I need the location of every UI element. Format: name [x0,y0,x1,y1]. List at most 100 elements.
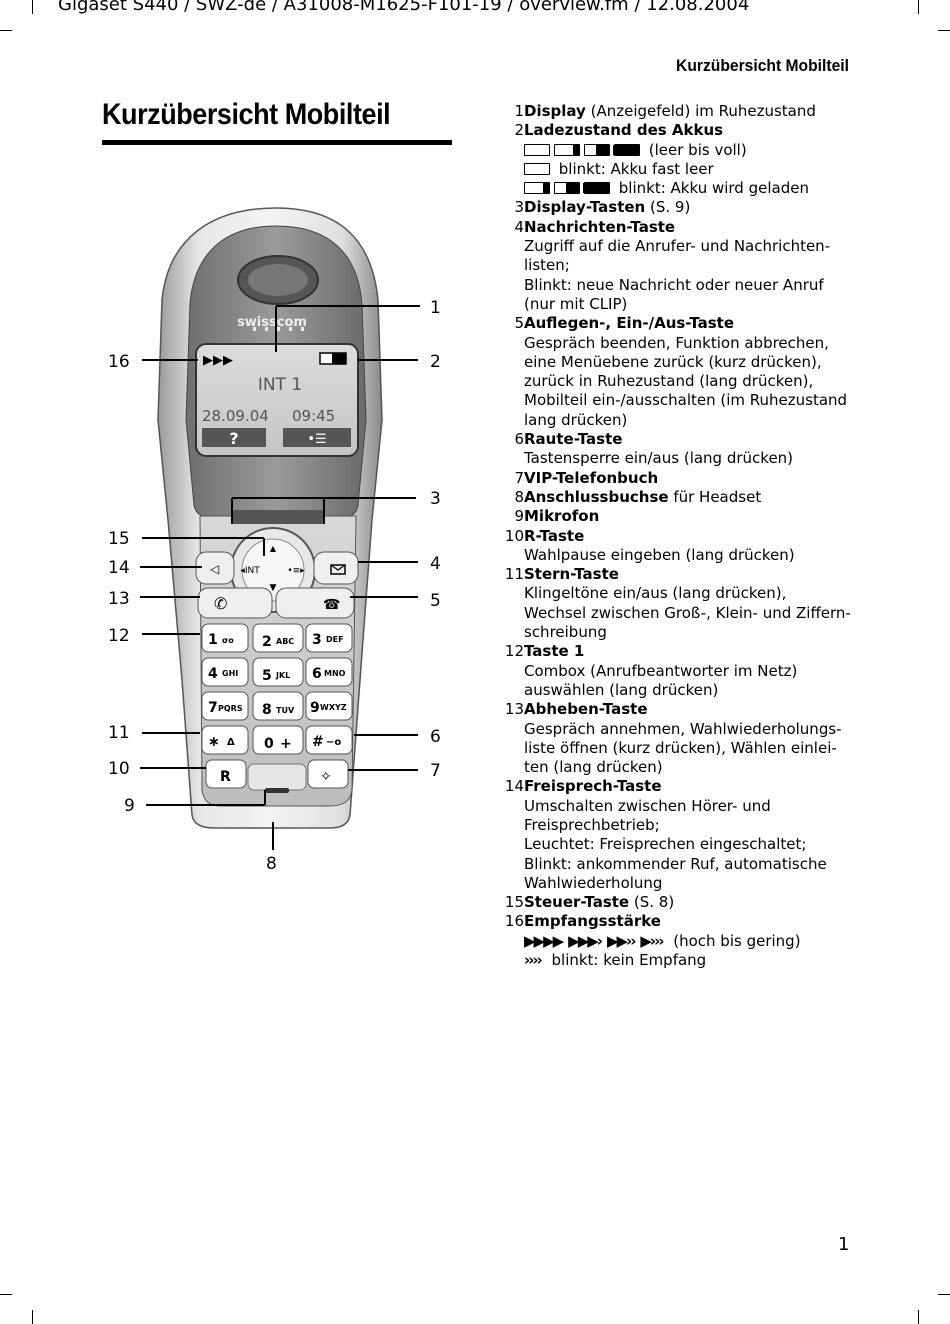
svg-text:DEF: DEF [326,635,344,644]
legend-line: Abheben-Taste [524,700,648,719]
legend-item-number: 16 [504,912,524,931]
svg-text:▲: ▲ [270,544,277,553]
legend-line: Wahlwiederholung [524,873,663,892]
legend-line: Anschlussbuchse für Headset [524,487,762,506]
legend-line: R-Taste [524,526,585,545]
page-title: Kurzübersicht Mobilteil [102,98,391,131]
microphone [265,788,289,793]
legend-line: Wechsel zwischen Groß-, Klein- und Ziffe… [524,603,851,622]
center-bottom-key [247,763,307,791]
battery-icon [613,143,640,156]
display-line1: INT 1 [258,375,302,395]
crop-mark [32,0,33,14]
crop-mark [938,1294,950,1295]
legend-line: Zugriff auf die Anrufer- und Nachrichten… [524,237,831,256]
svg-text:ABC: ABC [276,637,294,646]
svg-text:GHI: GHI [222,669,238,678]
svg-text:9: 9 [310,700,320,716]
legend-item-number: 1 [514,102,524,120]
svg-text:◁: ◁ [209,562,219,576]
callout-12: 12 [108,626,130,646]
legend-item-number: 9 [514,507,524,526]
legend-line: (nur mit CLIP) [524,294,628,313]
battery-icon [524,162,550,175]
crop-mark [0,1294,12,1295]
legend-line: Mobilteil ein-/ausschalten (im Ruhezusta… [524,391,848,410]
legend-item-number: 12 [504,642,524,661]
battery-icon [524,143,550,156]
svg-text:TUV: TUV [276,706,295,715]
svg-text:WXYZ: WXYZ [320,703,347,712]
legend-item-number: 13 [504,700,524,719]
callout-7: 7 [430,761,441,781]
legend-line: Ladezustand des Akkus [524,121,724,140]
legend-item-number: 10 [504,526,524,545]
callout-16: 16 [108,352,130,372]
legend-line: Stern-Taste [524,565,619,584]
legend-line: blinkt: Akku fast leer [524,160,856,179]
legend-item-number: 14 [504,777,524,796]
document-meta-header: Gigaset S440 / SWZ-de / A31008-M1625-F10… [58,0,750,15]
legend-line: Steuer-Taste (S. 8) [524,893,675,912]
svg-text:?: ? [229,429,238,448]
brand-logo: swisscom [237,315,307,330]
crop-mark [918,0,919,14]
crop-mark [938,30,950,31]
softkey-left [202,428,266,447]
legend-line: Wahlpause eingeben (lang drücken) [524,545,795,564]
legend-line: Raute-Taste [524,430,623,449]
svg-text:JKL: JKL [275,671,290,680]
signal-strength-icon: ▶▶▶▶ [524,931,564,950]
legend-line: schreibung [524,623,607,642]
display-time: 09:45 [292,407,335,425]
legend-item-number: 11 [504,565,524,584]
svg-text:PQRS: PQRS [218,704,243,713]
svg-text:2: 2 [262,634,272,650]
legend-line: liste öffnen (kurz drücken), Wählen einl… [524,738,837,757]
legend-line: blinkt: Akku wird geladen [524,179,856,198]
callout-1: 1 [430,298,441,318]
signal-strength-icon: ▶››› [640,931,664,950]
svg-text:☎: ☎ [323,597,340,613]
battery-icon [583,182,610,195]
battery-icon [584,143,610,156]
legend-item-number: 2 [514,121,524,140]
legend-line: (leer bis voll) [524,141,856,160]
legend-item-number: 8 [514,487,524,506]
legend-line: Display (Anzeigefeld) im Ruhezustand [524,102,816,120]
svg-text:0: 0 [264,736,274,752]
legend-line: Taste 1 [524,642,585,661]
svg-text:6: 6 [312,666,322,682]
svg-text:1: 1 [208,632,218,648]
svg-text:•≡▸: •≡▸ [287,566,305,576]
legend-item-number: 6 [514,430,524,449]
signal-strength-icon: ›››› [524,951,543,970]
vip-key [307,759,349,789]
callout-3: 3 [430,489,441,509]
battery-icon [524,182,550,195]
legend-item-number: 3 [514,198,524,217]
legend-line: Gespräch beenden, Funktion abbrechen, [524,333,829,352]
legend-line: listen; [524,256,570,275]
callout-2: 2 [430,352,441,372]
callout-10: 10 [108,759,130,779]
callout-14: 14 [108,558,130,578]
callout-11: 11 [108,723,130,743]
svg-text:+: + [280,736,292,752]
talk-key [197,587,273,619]
battery-icon [554,143,580,156]
svg-text:4: 4 [208,666,218,682]
svg-text:✧: ✧ [320,769,332,785]
svg-text:∗: ∗ [208,734,220,750]
svg-text:3: 3 [312,632,322,648]
